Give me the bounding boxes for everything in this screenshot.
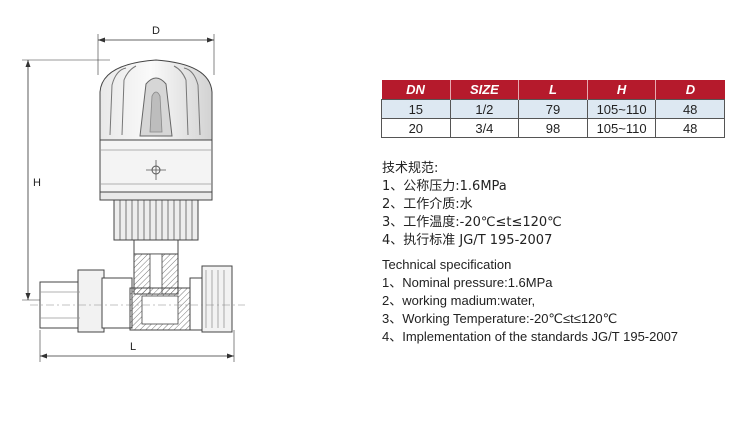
table-cell: 20 [381,118,451,138]
dimension-d: D [97,25,215,75]
table-row: 20 3/4 98 105~110 48 [381,118,725,138]
spec-cn-title: 技术规范: [382,161,439,176]
spec-chinese: 技术规范: 1、公称压力:1.6MPa 2、工作介质:水 3、工作温度:-20℃… [382,160,562,250]
dimension-l: L [39,330,235,362]
thermostatic-head [99,59,213,201]
spec-en-item: 2、working madium:water, [382,293,536,308]
dim-d-label: D [152,25,160,37]
table-cell: 98 [518,118,588,138]
header-size: SIZE [449,80,519,100]
table-row: 15 1/2 79 105~110 48 [381,99,725,119]
spec-en-item: 3、Working Temperature:-20℃≤t≤120℃ [382,311,618,326]
table-cell: 48 [655,99,725,119]
spec-cn-item: 2、工作介质:水 [382,197,473,212]
table-cell: 3/4 [449,118,520,138]
table-cell: 1/2 [449,99,520,119]
header-dn: DN [381,80,451,100]
spec-en-item: 1、Nominal pressure:1.6MPa [382,275,553,290]
spec-cn-item: 1、公称压力:1.6MPa [382,179,507,194]
spec-table: DN SIZE L H D 15 1/2 79 105~110 48 20 3/… [381,80,725,138]
table-cell: 105~110 [586,118,657,138]
spec-english: Technical specification 1、Nominal pressu… [382,256,678,346]
valve-drawing: D H L [22,25,245,362]
spec-cn-item: 3、工作温度:-20℃≤t≤120℃ [382,215,562,230]
table-cell: 48 [655,118,725,138]
dim-h-label: H [33,177,41,189]
table-cell: 79 [518,99,588,119]
valve-body [30,253,245,333]
table-cell: 105~110 [586,99,657,119]
header-d: D [655,80,725,100]
dimension-h: H [22,59,110,301]
dim-l-label: L [130,341,136,353]
knurled-nut [113,199,199,255]
table-header-row: DN SIZE L H D [381,80,725,100]
spec-en-title: Technical specification [382,257,512,272]
header-h: H [586,80,656,100]
table-cell: 15 [381,99,451,119]
header-l: L [518,80,588,100]
spec-cn-item: 4、执行标准 JG/T 195-2007 [382,233,553,248]
spec-en-item: 4、Implementation of the standards JG/T 1… [382,329,679,344]
